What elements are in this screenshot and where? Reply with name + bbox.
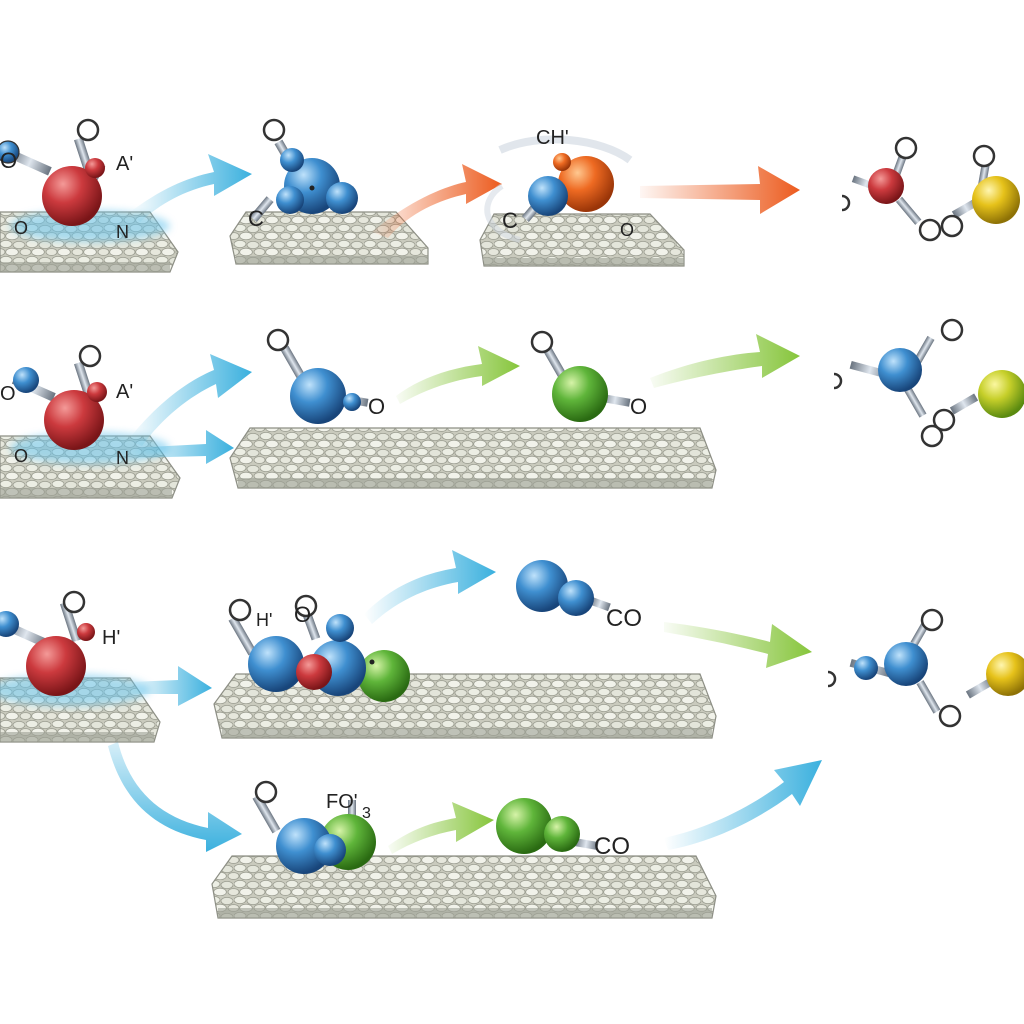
label-r1-o: O bbox=[0, 148, 17, 173]
label-r1-surface-n: N bbox=[116, 222, 129, 242]
label-r2-surface-o: O bbox=[14, 446, 28, 466]
label-r1-a: A' bbox=[116, 153, 133, 175]
catalyst-surface-icon bbox=[0, 211, 717, 919]
label-r3-desorbed-co: CO bbox=[606, 605, 642, 632]
molecule-icon bbox=[11, 318, 1024, 450]
label-r2-a: A' bbox=[116, 381, 133, 403]
label-r3-adsorbed-o: O bbox=[294, 602, 311, 627]
molecule-icon bbox=[252, 780, 599, 874]
label-r1-intermediate-ch: CH' bbox=[536, 127, 569, 149]
reaction-arrow-icon bbox=[108, 154, 822, 854]
molecule-icon bbox=[0, 560, 1024, 728]
label-r2-green-o: O bbox=[630, 394, 647, 419]
atom-labels: A' O O N C CH' O C A' O O N O O H' H' O … bbox=[0, 127, 647, 860]
label-r1-intermediate-c: C bbox=[502, 208, 518, 233]
label-r1-adsorbed-c: C bbox=[248, 206, 264, 231]
label-r1-intermediate-o: O bbox=[620, 220, 634, 240]
label-r4-f: FO' bbox=[326, 791, 358, 813]
label-r3-h: H' bbox=[102, 627, 120, 649]
label-r4-3: 3 bbox=[362, 805, 371, 822]
label-r2-o: O bbox=[0, 383, 16, 405]
label-r4-desorbed-co: CO bbox=[594, 833, 630, 860]
label-r2-blue-o: O bbox=[368, 394, 385, 419]
label-r3-adsorbed-h: H' bbox=[256, 610, 272, 630]
label-r2-surface-n: N bbox=[116, 448, 129, 468]
label-r1-surface-o: O bbox=[14, 218, 28, 238]
molecule-icon bbox=[0, 118, 1020, 243]
